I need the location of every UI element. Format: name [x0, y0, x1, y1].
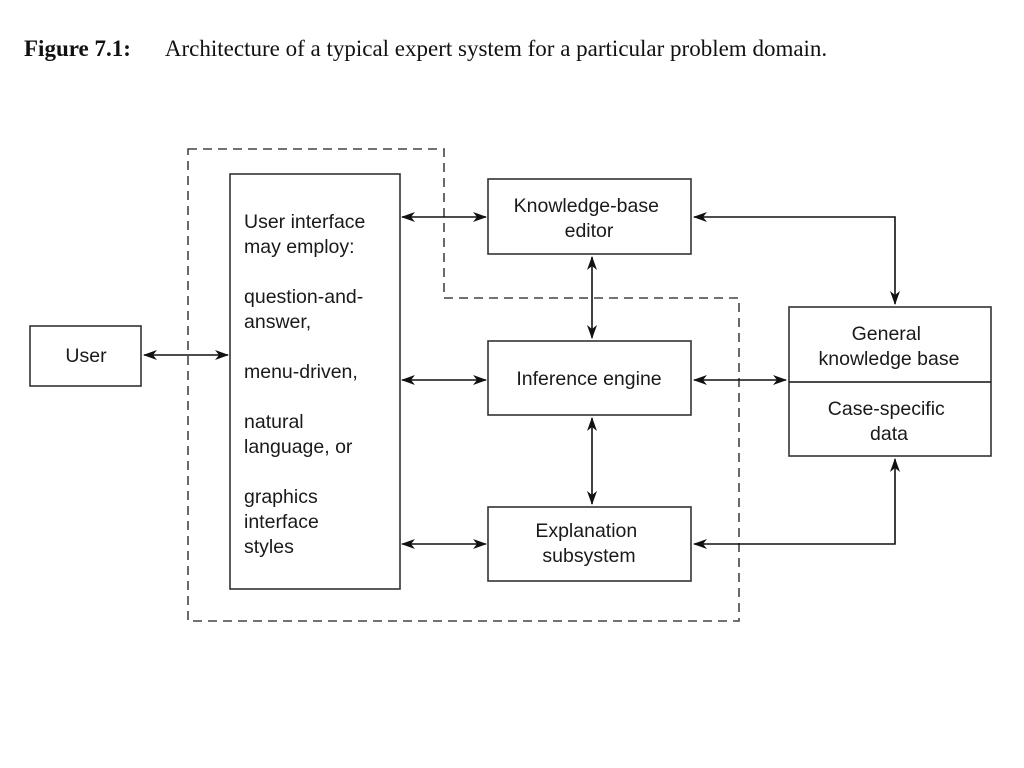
figure-label: Figure 7.1:	[24, 36, 131, 61]
case-data-label: Case-specific data	[828, 398, 950, 445]
figure-title: Architecture of a typical expert system …	[164, 36, 828, 61]
user-label: User	[65, 345, 107, 367]
inference-engine-box	[487, 340, 692, 416]
figure-caption: Figure 7.1: Architecture of a typical exp…	[24, 36, 827, 62]
general-kb-label: General knowledge base	[819, 323, 960, 370]
edge-kb-editor-general-kb	[693, 212, 900, 305]
edge-explanation-case-data	[693, 458, 900, 549]
kb-editor-box	[487, 178, 692, 255]
expert-system-boundary	[187, 148, 740, 622]
inference-engine-label: Inference engine	[516, 368, 661, 390]
explanation-label: Explanation subsystem	[535, 520, 642, 567]
kb-editor-label: Knowledge-base editor	[514, 195, 665, 242]
explanation-box	[487, 506, 692, 582]
user-box	[29, 325, 142, 387]
user-interface-box	[229, 173, 401, 590]
user-interface-label: User interface may employ: question-and-…	[244, 211, 371, 558]
